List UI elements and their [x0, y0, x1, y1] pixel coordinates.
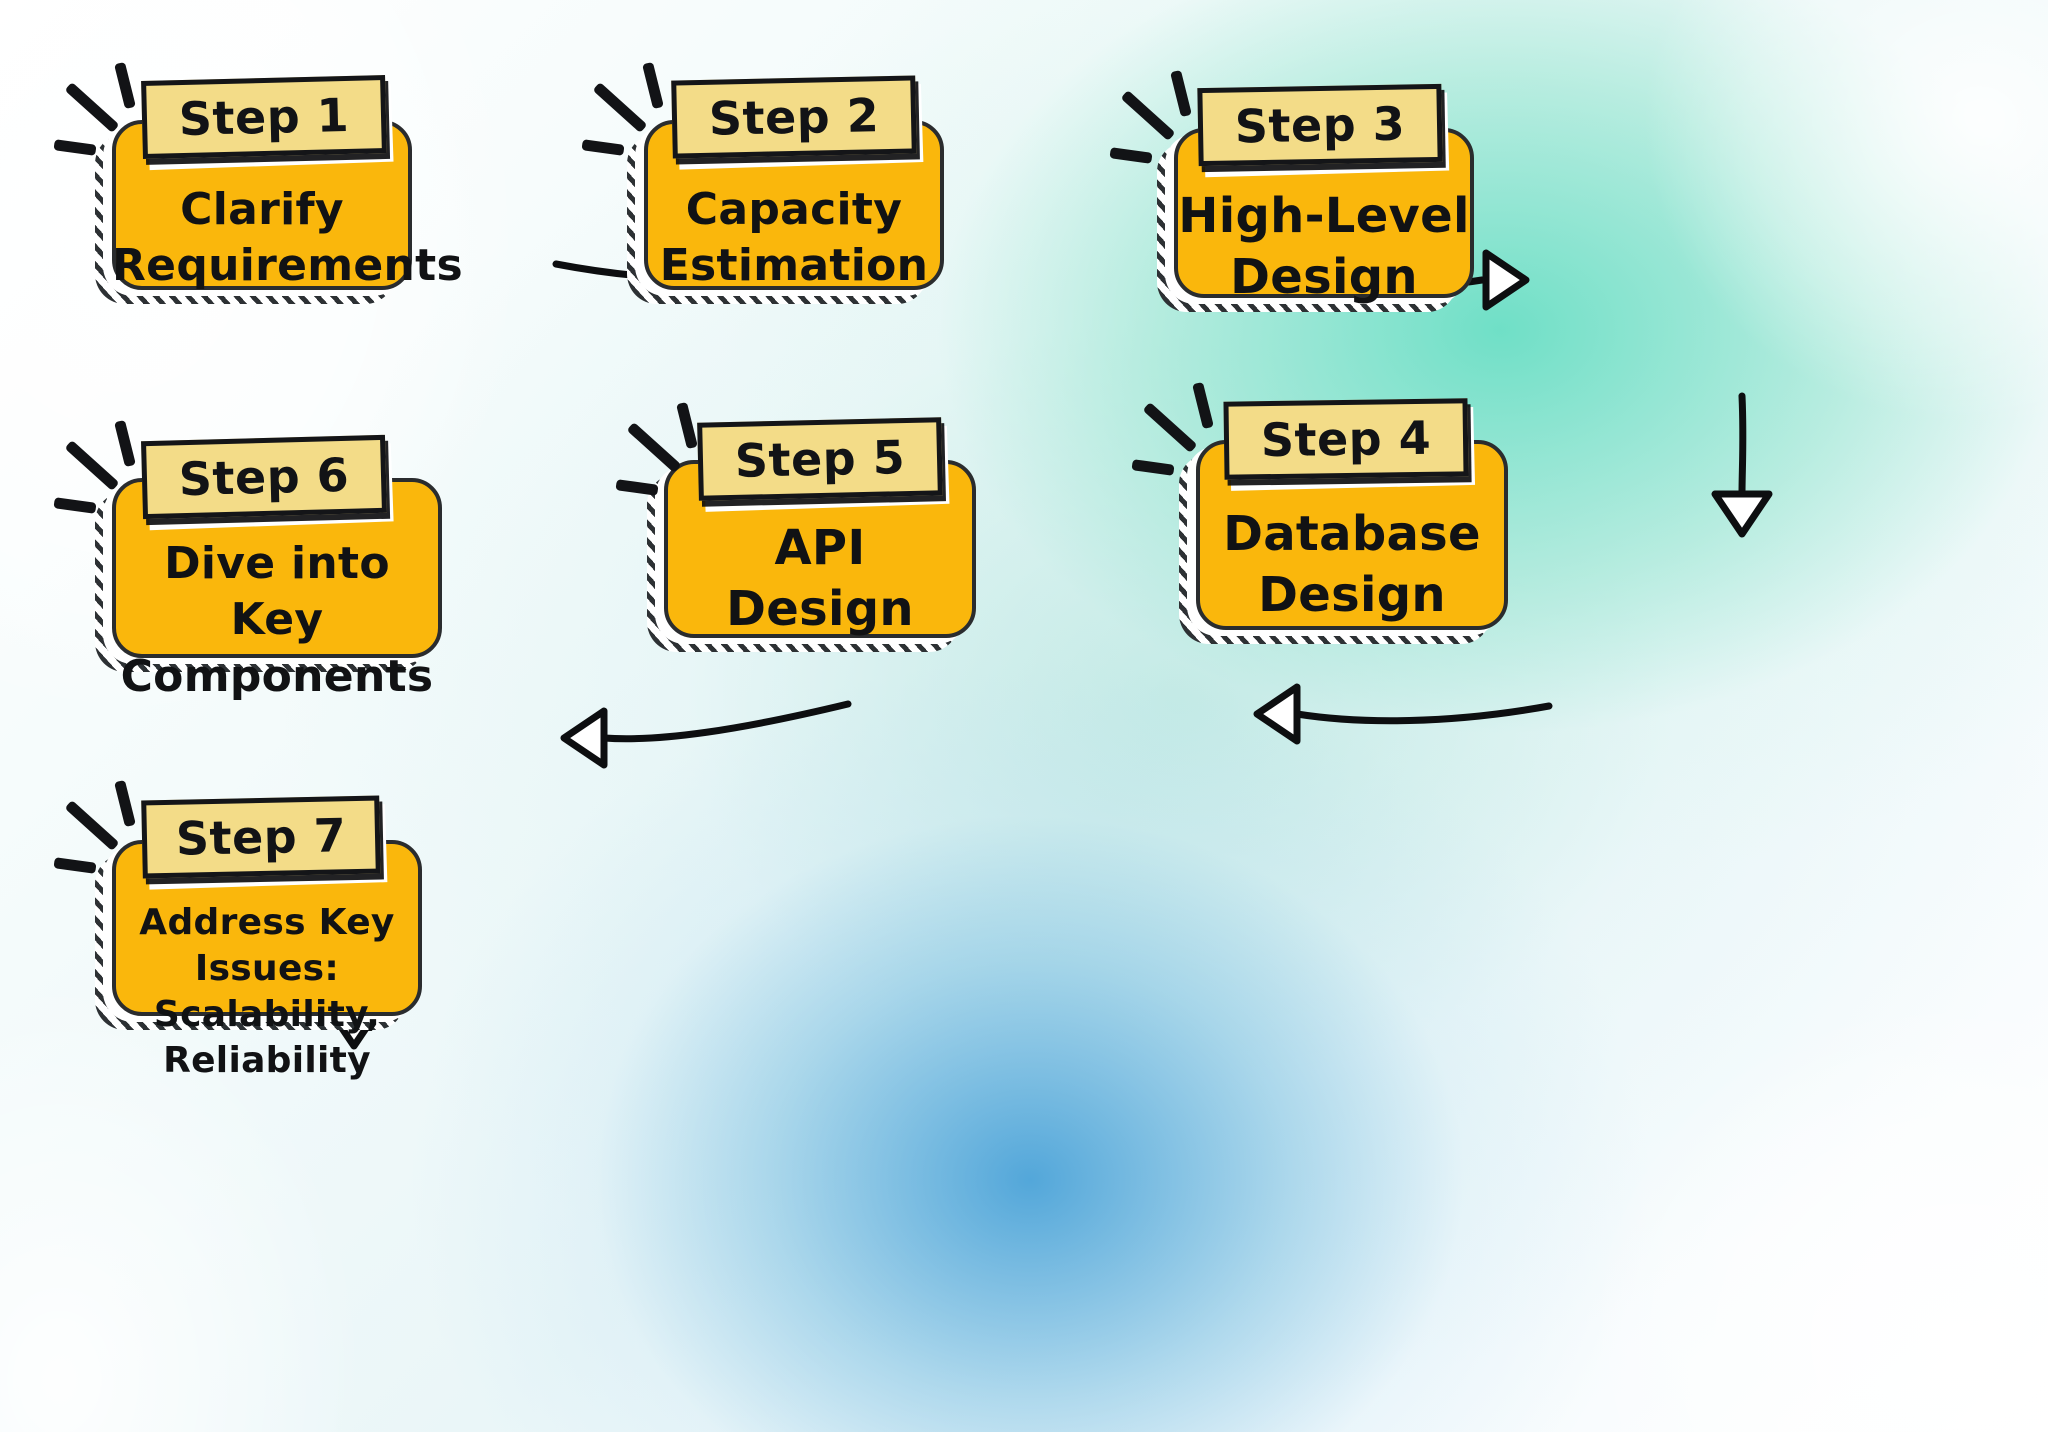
spark-line-icon — [114, 419, 136, 468]
badge-step6[interactable]: Step 6 — [141, 434, 394, 531]
edge-step4-step5 — [1293, 702, 1553, 725]
arrowhead-step6 — [560, 707, 608, 769]
badge-text-step5: Step 5 — [734, 430, 906, 488]
badge-text-step3: Step 3 — [1234, 96, 1406, 154]
spark-line-icon — [1131, 459, 1175, 476]
badge-face: Step 7 — [141, 795, 381, 879]
spark-line-icon — [1170, 69, 1192, 118]
spark-line-icon — [53, 139, 97, 156]
arrowhead-step5 — [1253, 683, 1301, 745]
spark-line-icon — [114, 61, 136, 110]
spark-line-icon — [1142, 402, 1198, 453]
arrowhead-step3 — [1482, 249, 1530, 311]
arrowhead-step4 — [1711, 490, 1773, 538]
edge-step3-step4 — [1738, 392, 1747, 498]
badge-text-step1: Step 1 — [178, 87, 350, 147]
badge-text-step7: Step 7 — [175, 808, 347, 866]
spark-line-icon — [1120, 90, 1176, 141]
badge-step1[interactable]: Step 1 — [141, 75, 394, 171]
badge-text-step2: Step 2 — [708, 88, 880, 146]
badge-face: Step 3 — [1197, 83, 1443, 167]
spark-line-icon — [1109, 147, 1153, 164]
spark-line-icon — [581, 139, 625, 156]
spark-line-icon — [53, 857, 97, 874]
spark-line-icon — [53, 497, 97, 514]
badge-step2[interactable]: Step 2 — [671, 75, 924, 170]
badge-step3[interactable]: Step 3 — [1197, 83, 1450, 178]
badge-step7[interactable]: Step 7 — [141, 795, 388, 890]
edge-step5-step6 — [600, 700, 852, 743]
spark-line-icon — [592, 82, 648, 133]
badge-face: Step 5 — [697, 417, 943, 501]
badge-face: Step 2 — [671, 75, 917, 159]
badge-face: Step 6 — [141, 434, 387, 520]
badge-step5[interactable]: Step 5 — [697, 417, 950, 512]
spark-line-icon — [642, 61, 664, 110]
spark-line-icon — [676, 401, 698, 450]
badge-step4[interactable]: Step 4 — [1223, 398, 1476, 491]
badge-face: Step 4 — [1223, 398, 1469, 480]
badge-face: Step 1 — [141, 75, 387, 159]
badge-text-step4: Step 4 — [1260, 410, 1432, 468]
badge-text-step6: Step 6 — [178, 447, 350, 507]
spark-line-icon — [114, 779, 136, 828]
spark-line-icon — [1192, 381, 1214, 430]
